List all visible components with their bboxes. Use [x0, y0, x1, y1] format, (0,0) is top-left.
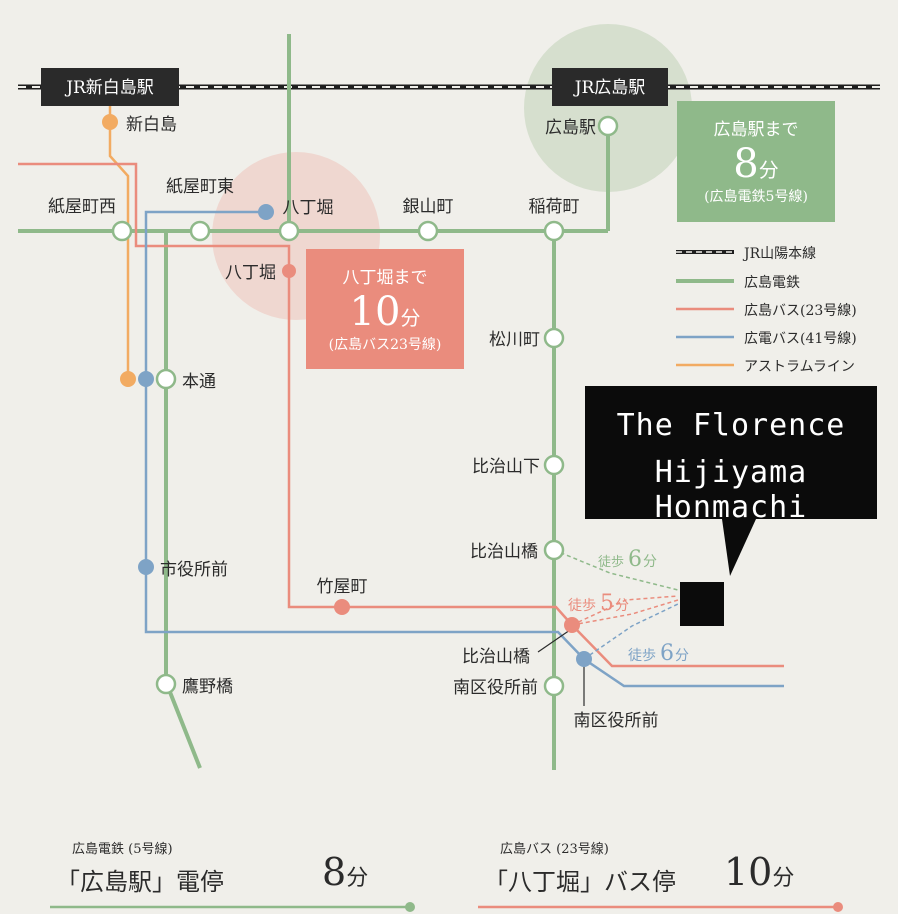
- stop-inaricho: [543, 220, 565, 242]
- stop-hondori: [155, 368, 177, 390]
- label-takanobashi: 鷹野橋: [182, 676, 233, 697]
- property-name-line1: The Florence: [616, 408, 846, 443]
- callout-pointer: [722, 519, 756, 576]
- stop-hatchobori-tram: [278, 220, 300, 242]
- label-hijiyamabashi-bus: 比治山橋: [462, 647, 530, 667]
- label-hatchobori-bus: 八丁堀: [225, 263, 276, 283]
- hatchobori-box-title: 八丁堀まで: [342, 268, 428, 288]
- legend-bus23: 広島バス(23号線): [744, 303, 857, 319]
- property-marker[interactable]: [680, 582, 724, 626]
- label-inaricho: 稲荷町: [529, 197, 580, 217]
- walking-routes: [553, 549, 679, 660]
- label-hijiyamashita: 比治山下: [472, 457, 540, 477]
- bottom-left-minutes: 8分: [322, 850, 369, 894]
- bottom-right-minutes: 10分: [724, 850, 795, 894]
- hatchobori-box-line: (広島バス23号線): [328, 337, 442, 353]
- stop-hatchobori-bus41: [258, 204, 274, 220]
- station-labels: 新白島 広島駅 紙屋町西 紙屋町東 八丁堀 銀山町 稲荷町 八丁堀 松川町 本通…: [48, 115, 659, 731]
- stop-kamiyacho-higashi: [189, 220, 211, 242]
- stop-shinhakushima: [102, 114, 118, 130]
- label-kamiyacho-nishi: 紙屋町西: [48, 197, 116, 217]
- stop-minamiku-tram: [543, 675, 565, 697]
- stop-hondori-bus41: [138, 371, 154, 387]
- label-hondori: 本通: [182, 372, 216, 392]
- stop-takanobashi: [155, 673, 177, 695]
- bottom-right-line: 広島バス (23号線): [500, 842, 609, 857]
- label-hijiyamabashi-tram: 比治山橋: [470, 542, 538, 562]
- label-hatchobori-tram: 八丁堀: [283, 198, 334, 218]
- stop-takeyacho: [334, 599, 350, 615]
- label-matsukawacho: 松川町: [489, 330, 540, 350]
- stop-kamiyacho-nishi: [111, 220, 133, 242]
- hiroshima-time-box: 広島駅まで 8分 (広島電鉄5号線): [677, 101, 835, 222]
- label-takeyacho: 竹屋町: [317, 577, 368, 597]
- label-ginzancho: 銀山町: [403, 197, 454, 217]
- hiroshima-box-title: 広島駅まで: [713, 120, 799, 140]
- hiroshima-bus-23-line: [18, 162, 784, 668]
- hiroshima-box-line: (広島電鉄5号線): [704, 189, 808, 205]
- stop-matsukawacho: [543, 327, 565, 349]
- jr-hiroshima-label: JR広島駅: [552, 68, 668, 106]
- legend-astram: アストラムライン: [744, 359, 855, 375]
- jr-shinhakushima-text: JR新白島駅: [64, 78, 154, 98]
- hiroshima-station-highlight: [524, 24, 692, 192]
- bottom-left-dot: [405, 902, 415, 912]
- hatchobori-time-box: 八丁堀まで 10分 (広島バス23号線): [306, 249, 464, 369]
- legend-jr: JR山陽本線: [744, 246, 817, 262]
- stop-hijiyamabashi-bus: [564, 617, 580, 633]
- hatchobori-box-minutes: 10分: [349, 289, 421, 335]
- property-callout: The Florence Hijiyama Honmachi: [585, 386, 877, 525]
- stop-hondori-astram: [120, 371, 136, 387]
- label-minamiku-bus: 南区役所前: [574, 711, 659, 731]
- stop-hiroshima-eki: [597, 115, 619, 137]
- label-hiroshima-eki: 広島駅: [545, 118, 596, 138]
- legend-swatches: [676, 250, 734, 367]
- stop-hijiyamashita: [543, 454, 565, 476]
- bottom-right-stop: 「八丁堀」バス停: [484, 868, 676, 896]
- hiroshima-box-minutes: 8分: [733, 141, 779, 187]
- bottom-right-dot: [833, 902, 843, 912]
- stop-ginzancho: [417, 220, 439, 242]
- stop-minamiku-bus: [576, 651, 592, 667]
- label-minamiku-tram: 南区役所前: [453, 678, 538, 698]
- legend-hiroden: 広島電鉄: [744, 275, 800, 291]
- label-kamiyacho-higashi: 紙屋町東: [166, 177, 234, 197]
- bottom-left-line: 広島電鉄 (5号線): [72, 842, 173, 857]
- station-nodes: [102, 114, 619, 697]
- jr-hiroshima-text: JR広島駅: [573, 78, 646, 98]
- legend-bus41: 広電バス(41号線): [744, 331, 857, 347]
- hiroden-bus-41-line: [144, 210, 784, 688]
- property-name-line2: Hijiyama Honmachi: [654, 455, 808, 525]
- stop-hijiyamabashi-tram: [543, 539, 565, 561]
- bottom-left-stop: 「広島駅」電停: [56, 868, 224, 896]
- jr-shinhakushima-label: JR新白島駅: [41, 68, 179, 106]
- label-shiyakushomae: 市役所前: [160, 560, 228, 580]
- label-shinhakushima: 新白島: [126, 115, 177, 135]
- stop-hatchobori-bus: [282, 264, 296, 278]
- stop-shiyakushomae: [138, 559, 154, 575]
- callout-line-hijiyamabashi-bus: [537, 629, 571, 653]
